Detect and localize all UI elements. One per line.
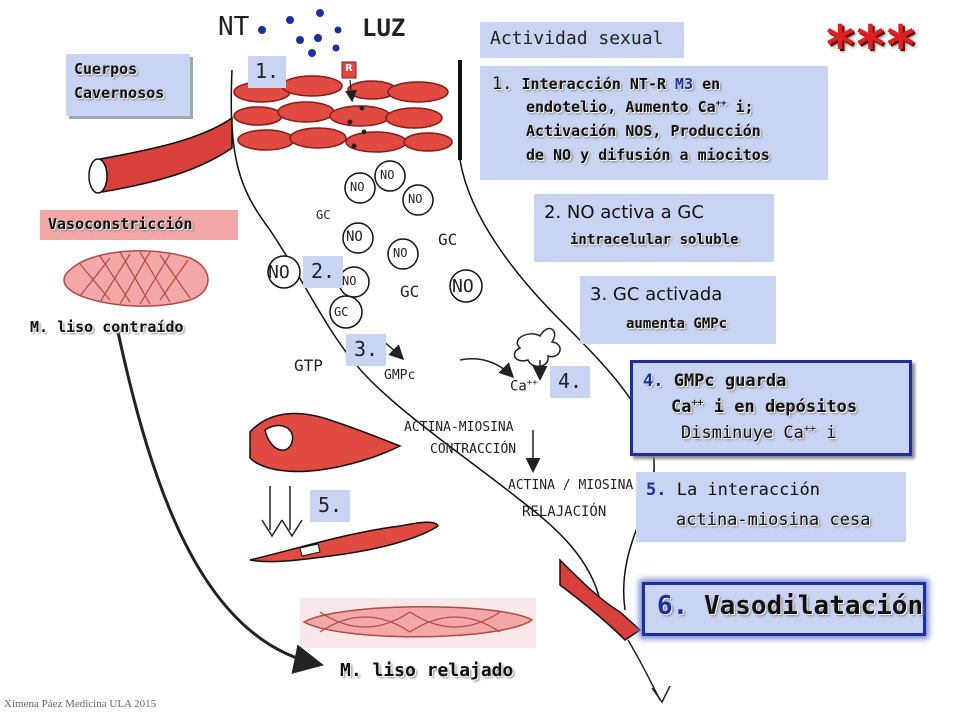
- step-2-box: 2. NO activa a GC intracelular soluble: [534, 194, 774, 262]
- step-5-num: 5.: [646, 480, 667, 500]
- step-4-line-1: 4. GMPc guarda: [643, 371, 786, 391]
- vasoconstriccion-box: Vasoconstricción: [40, 210, 238, 240]
- step-4-line-2-sup: ++: [691, 397, 704, 409]
- step-1-text-c: en: [693, 75, 721, 93]
- step-3-line-1: 3. GC activada: [590, 284, 722, 305]
- gc-label-3: GC: [400, 282, 420, 301]
- step-5-box: 5. La interacción actina-miosina cesa: [636, 472, 906, 542]
- gc-label-1: GC: [316, 208, 331, 222]
- marker-5: 5.: [310, 490, 350, 522]
- step-2-text: NO activa a GC: [561, 202, 704, 223]
- marker-3: 3.: [346, 334, 386, 366]
- actina-contraccion-line-2: CONTRACCIÓN: [430, 442, 517, 457]
- calcium-store: [513, 327, 561, 368]
- actividad-sexual-label: Actividad sexual: [490, 28, 664, 49]
- step-4-line-3-b: i: [815, 423, 837, 443]
- step-6-text: Vasodilatación: [688, 591, 924, 621]
- right-vessel: [559, 558, 642, 641]
- nt-dots: [258, 9, 342, 57]
- luz-label: LUZ: [362, 14, 406, 42]
- nt-label: NT: [218, 12, 250, 42]
- actina-relajacion-line-2: RELAJACIÓN: [522, 504, 607, 520]
- no-label-7: NO: [342, 274, 357, 288]
- step-5-line-2: actina-miosina cesa: [676, 510, 871, 530]
- cuerpos-label: Cuerpos: [74, 60, 138, 78]
- marker-4: 4.: [550, 366, 590, 398]
- step-2-num: 2.: [544, 202, 562, 223]
- calcium-text: Ca: [510, 378, 527, 395]
- step-6-box: 6. Vasodilatación: [642, 582, 926, 636]
- no-circles: [267, 160, 483, 329]
- step-3-box: 3. GC activada aumenta GMPc: [580, 276, 776, 344]
- no-label-5: NO: [393, 246, 408, 260]
- contracted-muscle-icon: [63, 250, 209, 307]
- gtp-label: GTP: [294, 356, 323, 375]
- no-label-6: NO: [268, 262, 290, 283]
- no-label-2: NO: [380, 168, 395, 182]
- step-1-line-2-b: i;: [726, 98, 754, 116]
- step-1-box: 1. Interacción NT-R M3 en endotelio, Aum…: [480, 66, 828, 180]
- step-4-line-3-a: Disminuye Ca: [681, 423, 804, 443]
- m-liso-contraido-label: M. liso contraído: [30, 318, 184, 336]
- step-6-num: 6.: [657, 591, 689, 621]
- cuerpos-cavernosos-box: Cuerpos Cavernosos: [66, 54, 190, 116]
- gc-label-4: GC: [334, 305, 349, 319]
- step-3-num: 3.: [590, 284, 608, 305]
- step-1-m3: M3: [675, 75, 694, 93]
- step-1-text-a: Interacción NT-R: [512, 75, 676, 93]
- actina-relajacion-line-1: ACTINA / MIOSINA: [508, 478, 634, 493]
- gc-label-2: GC: [438, 230, 458, 249]
- step-2-line-1: 2. NO activa a GC: [544, 202, 704, 223]
- step-4-line-3-sup: ++: [803, 423, 816, 435]
- step-4-line-2: Ca++ i en depósitos: [671, 397, 857, 417]
- calcium-label: Ca++: [510, 378, 538, 395]
- step-3-text: GC activada: [607, 284, 723, 305]
- actina-contraccion-line-1: ACTINA-MIOSINA: [404, 420, 514, 435]
- gmpc-label: GMPc: [384, 368, 416, 383]
- calcium-sup: ++: [526, 378, 538, 388]
- no-label-8: NO: [452, 276, 474, 297]
- step-4-line-2-a: Ca: [671, 397, 692, 417]
- actividad-sexual-box: Actividad sexual: [480, 22, 684, 58]
- step-1-line-2-a: endotelio, Aumento Ca: [526, 98, 716, 116]
- marker-2: 2.: [303, 256, 343, 288]
- cavernosos-label: Cavernosos: [74, 84, 165, 102]
- vasoconstriccion-label: Vasoconstricción: [48, 215, 193, 233]
- step-4-text: GMPc guarda: [663, 371, 787, 391]
- step-4-box: 4. GMPc guarda Ca++ i en depósitos Dismi…: [630, 360, 912, 456]
- left-vessel: [88, 116, 233, 194]
- marker-1: 1.: [248, 56, 286, 88]
- stars-label: ***: [826, 14, 917, 77]
- step-2-line-2: intracelular soluble: [570, 232, 739, 248]
- step-1-line-4: de NO y difusión a miocitos: [526, 146, 770, 164]
- no-label-4: NO: [346, 229, 363, 245]
- relaxing-cell: [249, 521, 439, 563]
- step-1-line-1: 1. Interacción NT-R M3 en: [492, 74, 720, 94]
- funnel-outline: [230, 69, 601, 601]
- m-liso-relajado-label: M. liso relajado: [340, 660, 514, 681]
- step-1-line-2-sup: ++: [715, 99, 727, 109]
- credit-text: Ximena Páez Medicina ULA 2015: [4, 698, 157, 710]
- step-3-line-2: aumenta GMPc: [626, 316, 728, 332]
- no-label-3: NO: [408, 192, 423, 206]
- step-6-line-1: 6. Vasodilatación: [657, 591, 923, 621]
- step-4-num: 4.: [643, 371, 664, 391]
- relaxed-muscle-icon: [300, 598, 536, 648]
- step-1-num: 1.: [492, 74, 513, 94]
- receptor-label: R: [345, 63, 353, 74]
- step-4-line-2-b: i en depósitos: [703, 397, 858, 417]
- step-5-text: La interacción: [666, 480, 821, 500]
- step-1-line-3: Activación NOS, Producción: [526, 122, 761, 140]
- step-4-line-3: Disminuye Ca++ i: [681, 423, 836, 443]
- step-5-line-1: 5. La interacción: [646, 480, 820, 500]
- endothelium-cells: [233, 75, 453, 153]
- step-1-line-2: endotelio, Aumento Ca++ i;: [526, 98, 754, 116]
- no-label-1: NO: [350, 180, 365, 194]
